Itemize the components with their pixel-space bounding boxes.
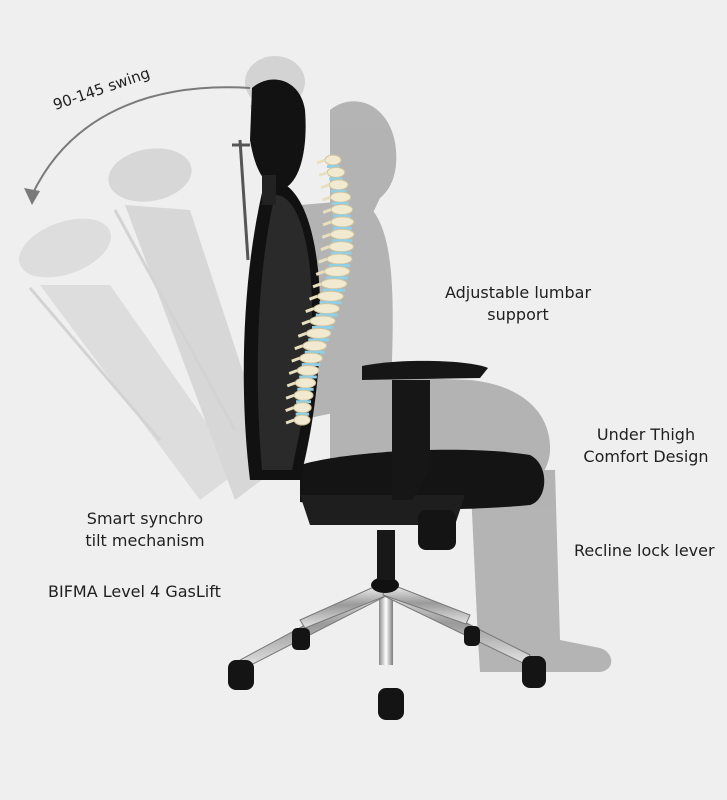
spinal-disc (323, 288, 345, 292)
vertebra (302, 340, 328, 352)
spinal-disc (329, 177, 343, 181)
vertebra-process (320, 245, 330, 252)
vertebra (328, 179, 349, 191)
vertebra (305, 327, 332, 339)
vertebra (299, 352, 324, 364)
spinal-disc (332, 239, 353, 243)
vertebra (328, 241, 355, 253)
vertebra (313, 303, 341, 315)
vertebra (323, 265, 351, 277)
spinal-disc (327, 165, 340, 168)
vertebra (330, 204, 354, 216)
chair-headrest (250, 79, 306, 205)
vertebra-process (312, 282, 322, 289)
spinal-disc (315, 313, 338, 317)
thigh-line-2: Comfort Design (583, 447, 709, 466)
vertebra (326, 253, 353, 265)
vertebra-process (294, 344, 304, 351)
vertebra-process (322, 208, 332, 214)
vertebra-process (321, 195, 331, 202)
lumbar-line-1: Adjustable lumbar (444, 283, 592, 302)
synchro-tilt-label: Smart synchro tilt mechanism (70, 508, 220, 552)
chair-armrest (362, 360, 488, 500)
vertebra-process (321, 232, 331, 239)
vertebra (293, 389, 314, 401)
vertebra-process (318, 170, 328, 177)
spinal-disc (304, 350, 325, 354)
lumbar-support-label: Adjustable lumbar support (432, 282, 604, 326)
vertebra (320, 278, 348, 290)
vertebra-process (291, 356, 301, 363)
spinal-disc (331, 189, 347, 193)
spinal-disc (326, 276, 348, 280)
vertebra-process (318, 257, 328, 264)
synchro-line-2: tilt mechanism (85, 531, 205, 550)
vertebra (294, 377, 317, 389)
vertebra-process (297, 331, 307, 338)
spinal-disc (328, 264, 351, 268)
vertebra (324, 154, 342, 166)
spinal-disc (319, 301, 342, 305)
spinal-disc (333, 226, 352, 230)
spinal-disc (311, 325, 334, 329)
swing-arrow (24, 86, 251, 205)
vertebra-process (308, 294, 319, 301)
vertebra-process (320, 183, 330, 190)
spinal-disc (295, 412, 310, 416)
vertebra-process (315, 270, 325, 276)
spinal-disc (299, 375, 317, 379)
vertebra (326, 166, 346, 178)
vertebra (293, 402, 312, 414)
vertebra-process (285, 406, 295, 413)
vertebra (330, 216, 355, 228)
spinal-disc (330, 251, 352, 255)
spinal-disc (308, 338, 329, 342)
vertebra (309, 315, 336, 327)
synchro-line-1: Smart synchro (86, 509, 204, 528)
vertebra-process (316, 158, 326, 165)
recline-lever-label: Recline lock lever (574, 541, 715, 560)
spinal-disc (333, 214, 351, 218)
vertebra-process (285, 393, 295, 400)
spine-illustration (285, 154, 355, 426)
vertebra-process (301, 319, 311, 326)
thigh-line-1: Under Thigh (596, 425, 696, 444)
chair-casters (228, 626, 546, 720)
under-thigh-label: Under Thigh Comfort Design (578, 424, 714, 468)
vertebra-process (288, 369, 298, 375)
spinal-disc (301, 363, 321, 367)
vertebra-process (285, 418, 295, 425)
vertebra (296, 364, 320, 376)
lumbar-line-2: support (487, 305, 549, 324)
vertebra (293, 414, 311, 426)
vertebra-process (286, 381, 296, 388)
gaslift-label: BIFMA Level 4 GasLift (48, 582, 221, 601)
vertebra-process (305, 307, 315, 313)
spinal-disc (297, 387, 314, 391)
vertebra (329, 228, 355, 240)
chair-base (239, 530, 531, 669)
vertebra (317, 290, 344, 302)
vertebra (329, 191, 352, 203)
spinal-disc (296, 400, 312, 404)
vertebra-process (322, 220, 332, 227)
spinal-disc (332, 202, 349, 206)
